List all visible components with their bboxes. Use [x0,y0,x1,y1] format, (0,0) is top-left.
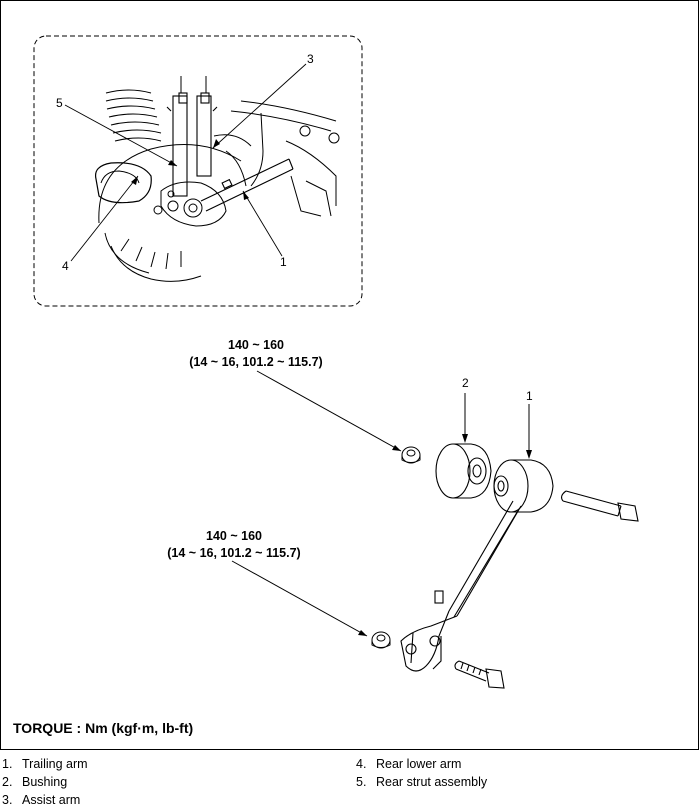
exploded-view [231,370,639,689]
legend-item: 2.Bushing [2,775,68,789]
legend-item: 1.Trailing arm [2,757,88,771]
torque-value: 140 ~ 160 [206,529,262,543]
inset-view [33,35,363,307]
torque-label-upper: 140 ~ 160 (14 ~ 16, 101.2 ~ 115.7) [181,337,331,371]
callout-4: 4 [62,259,69,273]
legend-item: 3.Assist arm [2,793,81,807]
long-bolt [561,490,639,522]
torque-detail: (14 ~ 16, 101.2 ~ 115.7) [167,546,301,560]
brake-disc [98,144,242,282]
callout-1-inset: 1 [280,255,287,269]
body-frame [180,76,340,217]
callout-2: 2 [462,376,469,390]
torque-detail: (14 ~ 16, 101.2 ~ 115.7) [189,355,323,369]
bushing [435,443,492,499]
torque-label-lower: 140 ~ 160 (14 ~ 16, 101.2 ~ 115.7) [159,528,309,562]
callout-1: 1 [526,389,533,403]
torque-unit-note: TORQUE : Nm (kgf·m, lb-ft) [13,720,194,736]
trailing-arm [400,459,554,672]
callout-5: 5 [56,96,63,110]
torque-value: 140 ~ 160 [228,338,284,352]
inset-leaders [64,63,307,262]
upper-nut [401,446,421,464]
lower-bolt [454,660,505,689]
lower-nut [371,631,391,649]
coil-spring [105,89,162,142]
legend-item: 5.Rear strut assembly [356,775,488,789]
diagram-drawing [33,35,639,689]
diagram-figure: 140 ~ 160 (14 ~ 16, 101.2 ~ 115.7) 140 ~… [0,0,699,750]
strut-assembly [166,92,218,197]
inset-trailing-arm [200,158,294,212]
legend-item: 4.Rear lower arm [356,757,462,771]
callout-3: 3 [307,52,314,66]
knuckle [153,181,227,227]
lower-arm-bracket [94,162,152,204]
